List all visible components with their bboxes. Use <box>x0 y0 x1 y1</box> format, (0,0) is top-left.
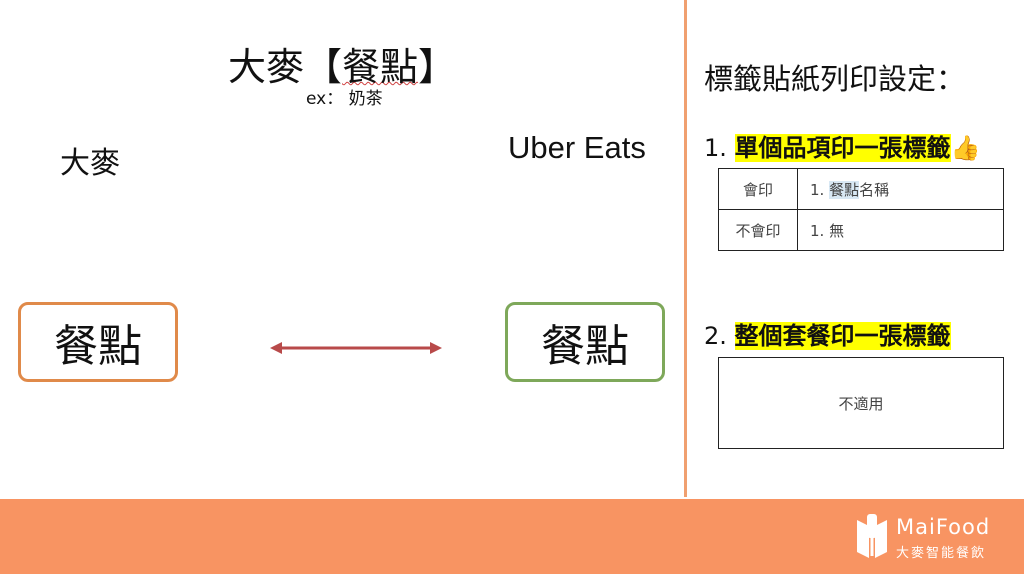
value-text: 無 <box>829 221 845 240</box>
section2-box: 不適用 <box>718 357 1004 449</box>
section1-number: 1. <box>704 134 727 162</box>
divider <box>684 0 687 497</box>
table-row: 不會印 1. 無 <box>718 209 1004 251</box>
value-text: 名稱 <box>859 180 890 199</box>
box-ubereats-item: 餐點 <box>505 302 665 382</box>
section2-label: 整個套餐印一張標籤 <box>734 322 951 350</box>
box-damai-item: 餐點 <box>18 302 178 382</box>
row-value: 1. 無 <box>797 209 1004 251</box>
maifood-logo-icon <box>857 514 887 558</box>
value-highlight: 餐點 <box>829 180 860 199</box>
row-key: 不會印 <box>718 209 798 251</box>
section2-number: 2. <box>704 322 727 350</box>
title-word: 餐點 <box>342 45 419 89</box>
example-text: ex： 奶茶 <box>306 89 383 109</box>
footer-brand: MaiFood <box>896 515 991 539</box>
table-row: 會印 1. 餐點名稱 <box>718 168 1004 210</box>
settings-heading: 標籤貼紙列印設定： <box>704 62 966 96</box>
title-prefix: 大麥【 <box>228 45 343 89</box>
section2-title: 2. 整個套餐印一張標籤 <box>704 316 951 351</box>
footer-subtitle: 大麥智能餐飲 <box>896 546 987 561</box>
thumbs-up-icon: 👍 <box>950 134 981 162</box>
value-number: 1. <box>810 180 825 199</box>
slide-title: 大麥【餐點】 <box>228 36 456 91</box>
label-ubereats: Uber Eats <box>508 130 646 165</box>
title-suffix: 】 <box>418 45 457 89</box>
value-number: 1. <box>810 221 825 240</box>
row-value: 1. 餐點名稱 <box>797 168 1004 210</box>
section1-table: 會印 1. 餐點名稱 不會印 1. 無 <box>718 168 1004 251</box>
double-arrow-icon <box>270 342 442 354</box>
section1-label: 單個品項印一張標籤 <box>734 134 951 162</box>
footer-bar <box>0 499 1024 574</box>
section2-content: 不適用 <box>838 394 884 413</box>
section1-title: 1. 單個品項印一張標籤👍 <box>704 128 980 163</box>
label-damai: 大麥 <box>60 146 120 181</box>
row-key: 會印 <box>718 168 798 210</box>
